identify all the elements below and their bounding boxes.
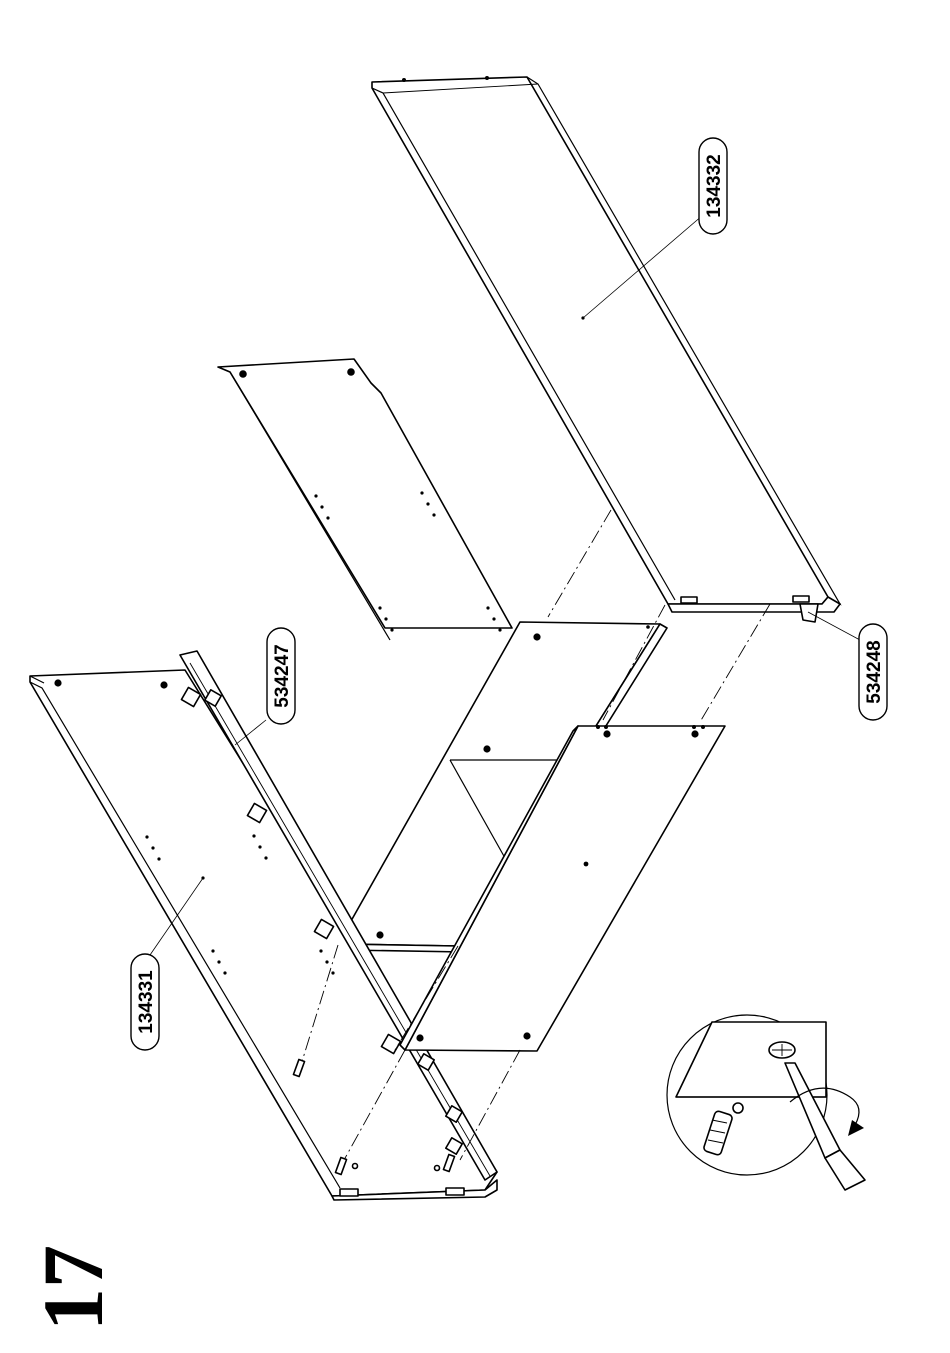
svg-text:17: 17 <box>25 1245 121 1331</box>
step-number: 17 <box>25 1245 121 1331</box>
shelf-panel <box>218 359 512 640</box>
cam-lock-icon <box>769 1042 795 1058</box>
label-534248: 534248 <box>808 612 887 720</box>
part-code: 534248 <box>864 640 885 703</box>
part-code: 134332 <box>704 154 725 217</box>
part-code: 534247 <box>272 644 293 707</box>
label-534247: 534247 <box>235 628 295 745</box>
detail-inset <box>667 1015 865 1190</box>
part-code: 134331 <box>136 970 157 1034</box>
